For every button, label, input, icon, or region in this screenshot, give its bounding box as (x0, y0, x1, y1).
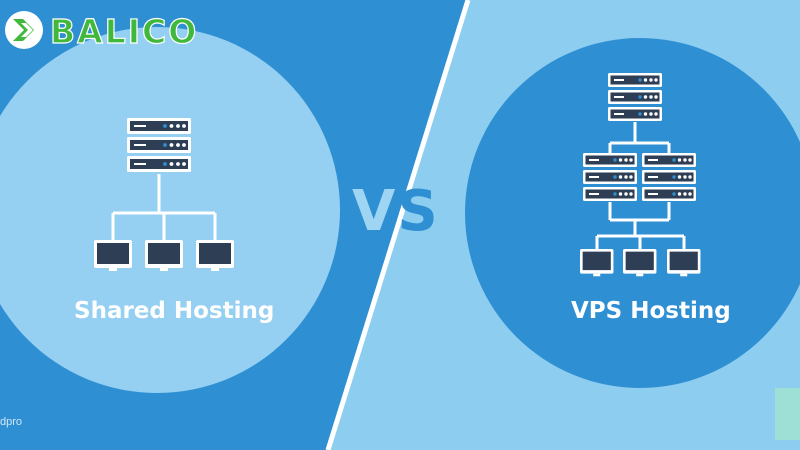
right-monitor-1-icon (580, 249, 614, 277)
corner-accent (775, 388, 800, 440)
logo-text: BALICO (49, 11, 199, 51)
vps-hosting-title: VPS Hosting (571, 298, 731, 324)
right-left-server-stack-icon (583, 153, 637, 201)
versus-letter-v: V (352, 179, 398, 244)
left-monitor-3-icon (196, 240, 234, 271)
watermark-text: dpro (0, 416, 23, 428)
right-circle (465, 38, 800, 388)
right-lower-connector-lines (595, 202, 686, 249)
left-circle (0, 27, 340, 393)
versus-label: VS (352, 182, 452, 242)
balico-logo: BALICO (4, 8, 204, 52)
versus-letter-s: S (397, 179, 440, 244)
shared-hosting-title: Shared Hosting (74, 298, 275, 324)
right-top-server-stack-icon (608, 73, 662, 121)
right-right-server-stack-icon (642, 153, 696, 201)
left-monitor-1-icon (94, 240, 132, 271)
right-monitor-2-icon (623, 249, 657, 277)
left-connector-lines (111, 174, 217, 240)
right-upper-connector-lines (608, 122, 671, 153)
right-monitor-3-icon (667, 249, 701, 277)
arrow-leaf-logo-icon (5, 11, 43, 49)
left-monitor-2-icon (145, 240, 183, 271)
left-server-stack-icon (127, 118, 191, 172)
